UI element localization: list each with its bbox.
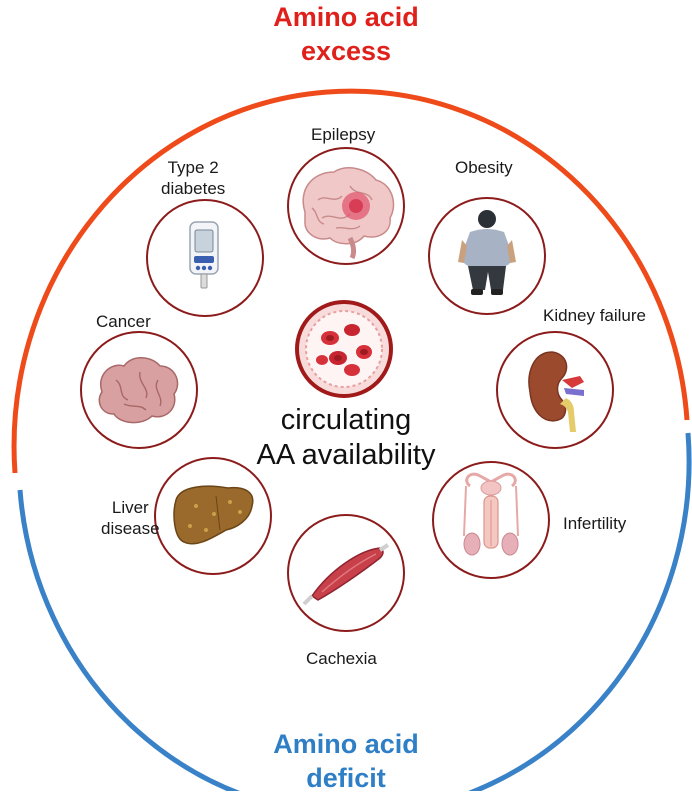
obese-person-icon — [458, 210, 516, 295]
brain-icon — [302, 167, 395, 260]
center-label-line2: AA availability — [256, 439, 436, 471]
center-label-line1: circulating — [280, 404, 412, 436]
excess-arc — [11, 88, 690, 474]
label-type2-diabetes: Type 2 diabetes — [161, 157, 225, 199]
label-diabetes-line2: diabetes — [161, 179, 226, 198]
red-blood-cells-icon — [295, 300, 393, 398]
reproductive-organ-icon — [463, 472, 519, 556]
label-diabetes-line1: Type 2 — [167, 158, 219, 177]
label-cachexia: Cachexia — [306, 649, 377, 668]
label-liver-line2: disease — [101, 519, 160, 538]
kidney-icon — [528, 351, 584, 432]
tumor-icon — [98, 357, 179, 424]
label-obesity: Obesity — [455, 158, 513, 177]
excess-title: Amino acid excess — [0, 0, 692, 68]
liver-icon — [173, 485, 254, 545]
label-kidney-failure: Kidney failure — [543, 306, 647, 325]
center-label: circulating AA availability — [0, 403, 692, 473]
muscle-icon — [302, 543, 390, 606]
label-liver-line1: Liver — [111, 498, 149, 517]
excess-title-line2: excess — [300, 36, 392, 66]
glucose-meter-icon — [189, 221, 219, 289]
label-infertility: Infertility — [563, 514, 627, 533]
label-epilepsy: Epilepsy — [311, 125, 376, 144]
excess-title-line1: Amino acid — [273, 2, 419, 32]
label-liver-disease: Liver disease — [101, 497, 160, 539]
deficit-title-line1: Amino acid — [273, 729, 419, 759]
deficit-title-line2: deficit — [306, 763, 386, 793]
deficit-arc — [17, 432, 692, 791]
label-cancer: Cancer — [96, 312, 151, 331]
deficit-title: Amino acid deficit — [0, 727, 692, 795]
